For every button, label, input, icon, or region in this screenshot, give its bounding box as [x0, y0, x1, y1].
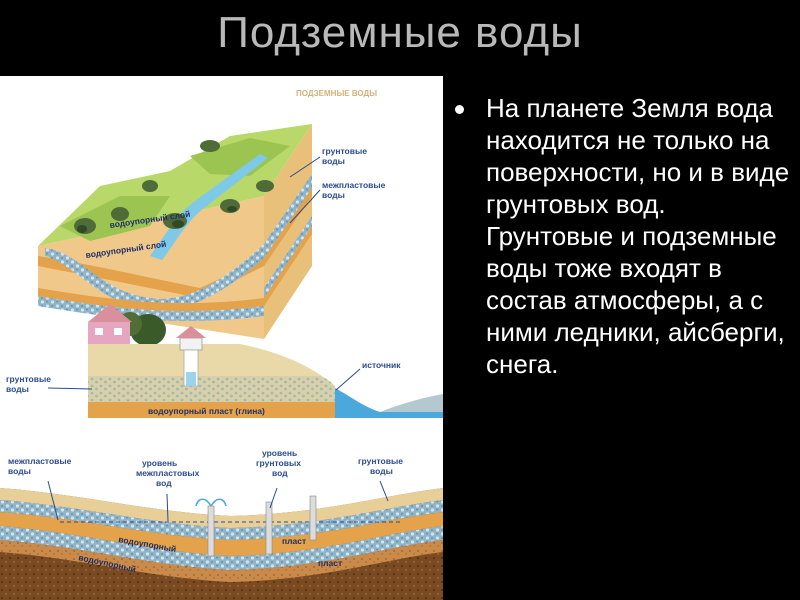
top-interlayer-2: воды	[322, 190, 345, 200]
bot-layer-a: пласт	[282, 536, 306, 546]
bot-layer-b: пласт	[318, 558, 342, 568]
mid-spring: источник	[362, 360, 401, 370]
bot-ground-water-1: грунтовые	[358, 456, 403, 466]
bot-interlayer-level-2: межпластовых	[136, 468, 200, 478]
bot-interlayer-level-1: уровень	[142, 458, 177, 468]
slide-title: Подземные воды	[217, 8, 583, 57]
bullet-list: На планете Земля вода находится не тольк…	[452, 92, 797, 380]
bullet-text: На планете Земля вода находится не тольк…	[452, 92, 797, 380]
bot-interlayer-2: воды	[8, 466, 31, 476]
bottom-diagram: межпластовые воды уровень межпластовых в…	[0, 448, 443, 600]
top-header: ПОДЗЕМНЫЕ ВОДЫ	[296, 89, 377, 98]
bot-interlayer-level-3: вод	[156, 478, 172, 488]
bot-interlayer-1: межпластовые	[8, 456, 72, 466]
diagram-panel: ПОДЗЕМНЫЕ ВОДЫ грунтовые воды межпластов…	[0, 76, 443, 600]
groundwater-diagram: ПОДЗЕМНЫЕ ВОДЫ грунтовые воды межпластов…	[0, 89, 443, 600]
top-interlayer-1: межпластовые	[322, 180, 386, 190]
top-block-diagram: ПОДЗЕМНЫЕ ВОДЫ грунтовые воды межпластов…	[38, 89, 386, 339]
bot-ground-level-3: вод	[272, 468, 288, 478]
bot-ground-water-2: воды	[370, 466, 393, 476]
top-ground-water-1: грунтовые	[322, 146, 367, 156]
mid-ground-water-2: воды	[6, 384, 29, 394]
bot-ground-level-2: грунтовых	[256, 458, 301, 468]
bot-ground-level-1: уровень	[262, 448, 297, 458]
mid-ground-water-1: грунтовые	[6, 374, 51, 384]
middle-diagram: грунтовые воды источник водоупорный плас…	[6, 304, 443, 418]
mid-aquiclude: водоупорный пласт (глина)	[148, 406, 265, 416]
top-ground-water-2: воды	[322, 156, 345, 166]
